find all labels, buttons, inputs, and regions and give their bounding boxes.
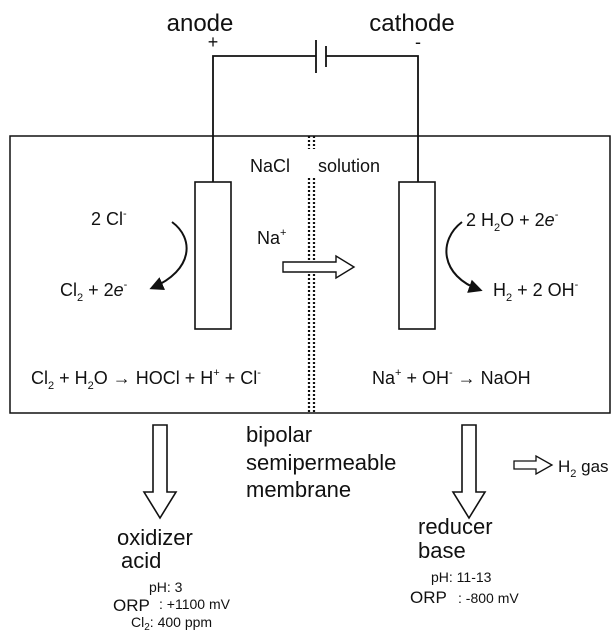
base-output-arrow [451,424,487,520]
acid-orp-value: : +1100 mV [159,596,231,612]
hydrogen-gas-label: H2 gas [558,457,609,480]
base-ph: pH: 11-13 [431,569,492,585]
cathode-electrode [398,181,436,330]
anode-wire [212,55,316,182]
cathode-label: cathode [369,10,454,37]
acid-orp-label: ORP [113,596,150,615]
base-label: base [418,538,466,563]
battery-circuit [212,40,419,182]
hydrogen-gas-arrow [513,454,554,476]
acid-chlorine-concentration: Cl2: 400 ppm [131,614,212,630]
cathode-reaction-arrow [445,221,483,293]
membrane-label-line3: membrane [246,477,351,502]
oxidizer-label: oxidizer [117,525,193,550]
bipolar-membrane [307,136,316,412]
anode-reactant: 2 Cl- [91,208,127,229]
acid-output-arrow [142,424,178,520]
cathode-reactant: 2 H2O + 2e- [466,209,559,234]
anode-product: Cl2 + 2e- [60,279,128,304]
cathode-overall-equation: Na+ + OH- → NaOH [372,367,531,388]
anode-plus-sign: + [208,32,219,52]
anode-electrode [194,181,232,330]
membrane-label-line1: bipolar [246,422,312,447]
sodium-transport-arrow [282,254,356,280]
solution-label-part1: NaCl [250,156,290,176]
acid-ph: pH: 3 [149,579,183,595]
solution-label-part2: solution [318,156,380,176]
anode-reaction-arrow [149,221,188,291]
acid-label: acid [121,548,161,573]
cathode-minus-sign: - [415,32,421,52]
cathode-product: H2 + 2 OH- [493,279,579,304]
cathode-wire [326,55,419,182]
base-orp-label: ORP [410,588,447,607]
anode-label: anode [167,10,234,37]
reducer-label: reducer [418,514,493,539]
anode-overall-equation: Cl2 + H2O → HOCl + H+ + Cl- [31,367,261,392]
membrane-label-line2: semipermeable [246,450,396,475]
base-orp-value: : -800 mV [458,590,519,606]
sodium-ion-label: Na+ [257,227,286,248]
